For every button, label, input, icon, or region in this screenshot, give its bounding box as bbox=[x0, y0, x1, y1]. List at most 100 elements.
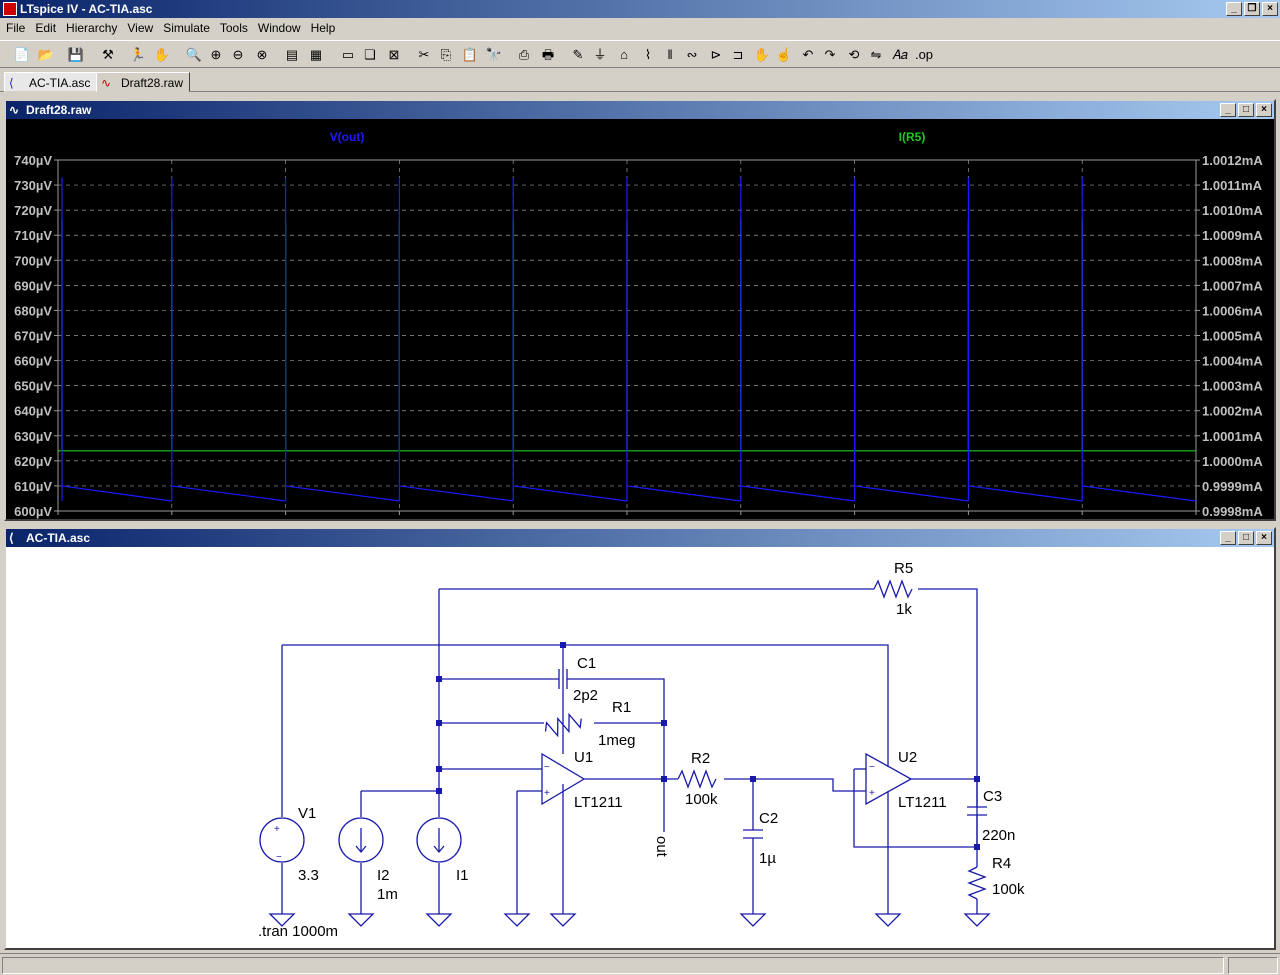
right-tick-label: 1.0001mA bbox=[1202, 429, 1263, 444]
v1-label[interactable]: V1 bbox=[298, 805, 316, 822]
mirror-icon[interactable]: ⇋ bbox=[870, 47, 882, 62]
tab-ac-tia[interactable]: ⟨ AC-TIA.asc bbox=[4, 72, 98, 92]
r1-value[interactable]: 1meg bbox=[598, 732, 636, 749]
spice-directive-icon[interactable]: .op bbox=[914, 47, 934, 62]
r4-label[interactable]: R4 bbox=[992, 855, 1011, 872]
move-icon[interactable]: ✋ bbox=[753, 47, 771, 62]
cut-icon[interactable]: ✂ bbox=[418, 47, 430, 62]
restore-button[interactable]: ❐ bbox=[1244, 2, 1260, 16]
u1-plus-pin: + bbox=[544, 788, 550, 799]
schematic-window-title: AC-TIA.asc bbox=[26, 531, 91, 545]
net-label-out[interactable]: out bbox=[653, 836, 670, 858]
r4-value[interactable]: 100k bbox=[992, 881, 1025, 898]
print-preview-icon[interactable]: ⎙ bbox=[518, 47, 530, 62]
waveform-icon: ∿ bbox=[101, 76, 112, 90]
zoom-fit-icon[interactable]: ⊗ bbox=[256, 47, 268, 62]
i2-label[interactable]: I2 bbox=[377, 867, 390, 884]
rotate-icon[interactable]: ⟲ bbox=[848, 47, 860, 62]
menu-simulate[interactable]: Simulate bbox=[163, 21, 210, 35]
r1-label[interactable]: R1 bbox=[612, 699, 631, 716]
maximize-button[interactable]: □ bbox=[1238, 531, 1254, 545]
trace-label-ir5[interactable]: I(R5) bbox=[899, 130, 926, 144]
u2-label[interactable]: U2 bbox=[898, 749, 917, 766]
tab-draft28[interactable]: ∿ Draft28.raw bbox=[96, 72, 191, 92]
label-net-icon[interactable]: ⌂ bbox=[620, 47, 628, 62]
u1-model[interactable]: LT1211 bbox=[574, 794, 623, 811]
inductor-icon[interactable]: ∾ bbox=[686, 47, 698, 62]
tile-horizontal-icon[interactable]: ▭ bbox=[341, 47, 355, 62]
drag-icon[interactable]: ☝ bbox=[775, 47, 793, 62]
u2-model[interactable]: LT1211 bbox=[898, 794, 947, 811]
component-icon[interactable]: ⊐ bbox=[732, 47, 744, 62]
autorange-icon[interactable]: ▤ bbox=[285, 47, 299, 62]
r2-value[interactable]: 100k bbox=[685, 791, 718, 808]
c3-value[interactable]: 220n bbox=[982, 827, 1015, 844]
print-icon[interactable]: 🖶 bbox=[541, 47, 555, 62]
cascade-icon[interactable]: ❏ bbox=[364, 47, 376, 62]
schematic-canvas[interactable]: + − − + − + R5 1k C1 2p2 R1 1meg U1 LT12… bbox=[6, 547, 1274, 948]
schematic-window: ⟨ AC-TIA.asc _ □ × bbox=[4, 527, 1276, 950]
menu-tools[interactable]: Tools bbox=[219, 21, 248, 35]
v1-value[interactable]: 3.3 bbox=[298, 867, 319, 884]
resistor-icon[interactable]: ⌇ bbox=[644, 47, 652, 62]
i2-value[interactable]: 1m bbox=[377, 886, 398, 903]
left-tick-label: 660µV bbox=[14, 354, 52, 369]
capacitor-icon[interactable]: ‖ bbox=[667, 47, 673, 62]
minimize-button[interactable]: _ bbox=[1220, 531, 1236, 545]
c2-label[interactable]: C2 bbox=[759, 810, 778, 827]
run-icon[interactable]: 🏃 bbox=[129, 47, 147, 62]
menu-hierarchy[interactable]: Hierarchy bbox=[66, 21, 118, 35]
r5-value[interactable]: 1k bbox=[896, 601, 912, 618]
waveform-icon: ∿ bbox=[9, 103, 20, 117]
draw-wire-icon[interactable]: ✎ bbox=[572, 47, 584, 62]
c3-label[interactable]: C3 bbox=[983, 788, 1002, 805]
minimize-button[interactable]: _ bbox=[1226, 2, 1242, 16]
zoom-in-icon[interactable]: 🔍 bbox=[185, 47, 203, 62]
pan-icon[interactable]: ⊕ bbox=[210, 47, 222, 62]
menu-edit[interactable]: Edit bbox=[35, 21, 57, 35]
zoom-out-icon[interactable]: ⊖ bbox=[232, 47, 244, 62]
close-button[interactable]: × bbox=[1262, 2, 1278, 16]
c1-value[interactable]: 2p2 bbox=[573, 687, 598, 704]
r2-label[interactable]: R2 bbox=[691, 750, 710, 767]
i1-label[interactable]: I1 bbox=[456, 867, 469, 884]
close-button[interactable]: × bbox=[1256, 531, 1272, 545]
paste-icon[interactable]: 📋 bbox=[461, 47, 479, 62]
ground-icon[interactable]: ⏚ bbox=[593, 47, 607, 62]
open-folder-icon[interactable]: 📂 bbox=[37, 47, 55, 62]
undo-icon[interactable]: ↶ bbox=[802, 47, 814, 62]
control-panel-icon[interactable]: ⚒ bbox=[102, 47, 114, 62]
document-tabs: ⟨ AC-TIA.asc ∿ Draft28.raw bbox=[0, 70, 1280, 92]
find-icon[interactable]: 🔭 bbox=[485, 47, 503, 62]
trace-label-vout[interactable]: V(out) bbox=[330, 130, 365, 144]
grid-icon[interactable]: ▦ bbox=[309, 47, 323, 62]
redo-icon[interactable]: ↷ bbox=[824, 47, 836, 62]
copy-icon[interactable]: ⎘ bbox=[440, 47, 452, 62]
diode-icon[interactable]: ⊳ bbox=[710, 47, 722, 62]
u1-label[interactable]: U1 bbox=[574, 749, 593, 766]
menu-window[interactable]: Window bbox=[257, 21, 301, 35]
minimize-button[interactable]: _ bbox=[1220, 103, 1236, 117]
r5-label[interactable]: R5 bbox=[894, 560, 913, 577]
menu-bar: File Edit Hierarchy View Simulate Tools … bbox=[0, 18, 1280, 38]
tran-directive[interactable]: .tran 1000m bbox=[258, 923, 338, 940]
x-tick-label: 0.0s bbox=[45, 517, 70, 519]
save-icon[interactable]: 💾 bbox=[67, 47, 85, 62]
menu-view[interactable]: View bbox=[127, 21, 154, 35]
right-tick-label: 1.0006mA bbox=[1202, 303, 1263, 318]
v1-minus-sign: − bbox=[276, 852, 282, 863]
new-schematic-icon[interactable]: 📄 bbox=[13, 47, 31, 62]
menu-help[interactable]: Help bbox=[310, 21, 336, 35]
left-tick-label: 620µV bbox=[14, 454, 52, 469]
close-button[interactable]: × bbox=[1256, 103, 1272, 117]
app-title: LTspice IV - AC-TIA.asc bbox=[20, 2, 153, 16]
halt-icon[interactable]: ✋ bbox=[153, 47, 171, 62]
maximize-button[interactable]: □ bbox=[1238, 103, 1254, 117]
close-all-icon[interactable]: ⊠ bbox=[388, 47, 400, 62]
menu-file[interactable]: File bbox=[6, 21, 26, 35]
c2-value[interactable]: 1µ bbox=[759, 850, 776, 867]
trace-vout-ramp bbox=[968, 485, 1083, 502]
c1-label[interactable]: C1 bbox=[577, 655, 596, 672]
text-icon[interactable]: 𝐴𝑎 bbox=[892, 47, 908, 62]
